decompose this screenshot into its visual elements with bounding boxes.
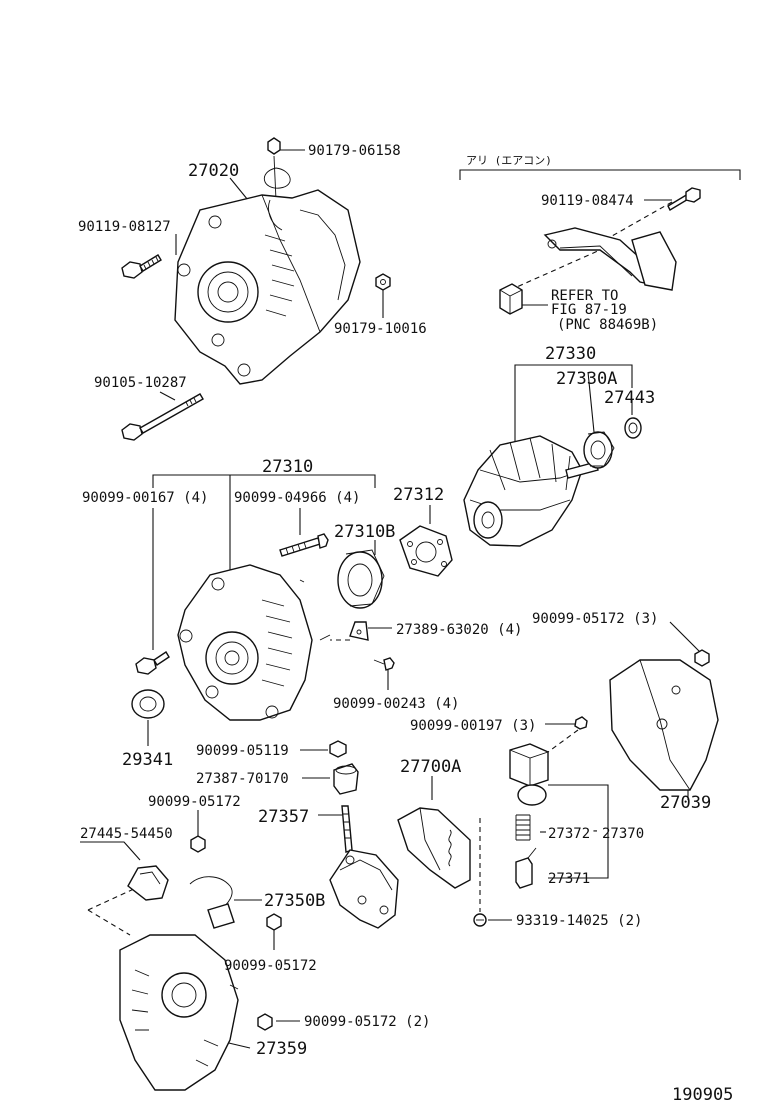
separator: - bbox=[591, 823, 599, 839]
part-label: 90179-06158 bbox=[308, 143, 401, 159]
rectifier-holder-icon bbox=[329, 805, 399, 929]
part-label: 27310B bbox=[334, 522, 395, 542]
terminal-cover-icon bbox=[127, 865, 169, 901]
aircon-note: アリ (エアコン) bbox=[466, 154, 552, 167]
brush-holder-icon bbox=[397, 807, 471, 889]
alternator-assembly-icon bbox=[174, 189, 361, 385]
part-label: 27039 bbox=[660, 793, 711, 813]
part-label: 93319-14025 (2) bbox=[516, 913, 642, 929]
drawing-number: 190905 bbox=[672, 1085, 733, 1105]
part-label: 90099-00167 (4) bbox=[82, 490, 208, 506]
part-label: 27359 bbox=[256, 1039, 307, 1059]
part-label: 27389-63020 (4) bbox=[396, 622, 522, 638]
oil-seal-icon bbox=[131, 689, 165, 719]
nut-icon bbox=[266, 913, 282, 931]
nut-icon bbox=[264, 137, 291, 201]
rear-cover-icon bbox=[609, 659, 719, 791]
part-label: 27370 bbox=[602, 826, 644, 842]
part-label: 27443 bbox=[604, 388, 655, 408]
nut-icon bbox=[375, 273, 391, 291]
part-label: 27357 bbox=[258, 807, 309, 827]
reference-note: FIG 87-19 bbox=[551, 302, 627, 318]
bolt-icon bbox=[121, 254, 162, 279]
nut-icon bbox=[257, 1013, 273, 1031]
connector-block-icon bbox=[499, 283, 523, 315]
bearing-icon bbox=[337, 549, 385, 609]
part-label: 27700A bbox=[400, 757, 461, 777]
part-label: 27445-54450 bbox=[80, 826, 173, 842]
part-label: 27372 bbox=[548, 826, 590, 842]
part-label: 90099-05172 bbox=[148, 794, 241, 810]
part-label: 90099-00243 (4) bbox=[333, 696, 459, 712]
bolt-icon bbox=[135, 651, 170, 675]
part-label: 90119-08127 bbox=[78, 219, 171, 235]
brush-icon bbox=[515, 847, 537, 889]
part-number-labels: 27020 90179-06158 90119-08127 90179-1001… bbox=[78, 143, 733, 1105]
reference-note: REFER TO bbox=[551, 288, 618, 304]
retainer-plate-icon bbox=[399, 525, 453, 577]
part-label: 27310 bbox=[262, 457, 313, 477]
terminal-insulator-icon bbox=[333, 763, 359, 795]
through-bolt-icon bbox=[121, 393, 204, 441]
brush-spring-icon bbox=[515, 814, 531, 841]
part-label: 29341 bbox=[122, 750, 173, 770]
washer-icon bbox=[624, 417, 642, 439]
part-label: 27387-70170 bbox=[196, 771, 289, 787]
nut-icon bbox=[190, 835, 206, 853]
stud-bolt-icon bbox=[279, 533, 329, 557]
reference-note: (PNC 88469B) bbox=[557, 317, 658, 333]
part-label: 90099-05172 bbox=[224, 958, 317, 974]
part-label: 27371 bbox=[548, 871, 590, 887]
part-label: 90099-04966 (4) bbox=[234, 490, 360, 506]
part-label: 90119-08474 bbox=[541, 193, 634, 209]
part-label: 27330A bbox=[556, 369, 617, 389]
regulator-icon bbox=[509, 743, 549, 806]
part-label: 27312 bbox=[393, 485, 444, 505]
part-label: 90179-10016 bbox=[334, 321, 427, 337]
nut-icon bbox=[694, 649, 710, 667]
drive-end-frame-icon bbox=[177, 564, 331, 721]
screw-icon bbox=[373, 657, 395, 671]
part-label: 27350B bbox=[264, 891, 325, 911]
insulator-icon bbox=[349, 621, 369, 641]
bearing-icon bbox=[583, 431, 615, 469]
rotor-icon bbox=[463, 435, 599, 547]
screw-icon bbox=[473, 913, 487, 927]
part-label: 90099-05172 (3) bbox=[532, 611, 658, 627]
screw-icon bbox=[574, 716, 588, 730]
part-label: 90099-05119 bbox=[196, 743, 289, 759]
part-label: 90105-10287 bbox=[94, 375, 187, 391]
nut-icon bbox=[329, 740, 347, 758]
part-label: 90099-00197 (3) bbox=[410, 718, 536, 734]
part-label: 90099-05172 (2) bbox=[304, 1014, 430, 1030]
aircon-bracket-icon bbox=[543, 187, 701, 291]
rectifier-end-frame-icon bbox=[119, 934, 239, 1091]
part-label: 27330 bbox=[545, 344, 596, 364]
part-label: 27020 bbox=[188, 161, 239, 181]
wire-harness-icon bbox=[189, 876, 235, 929]
leader-lines bbox=[80, 149, 741, 1049]
